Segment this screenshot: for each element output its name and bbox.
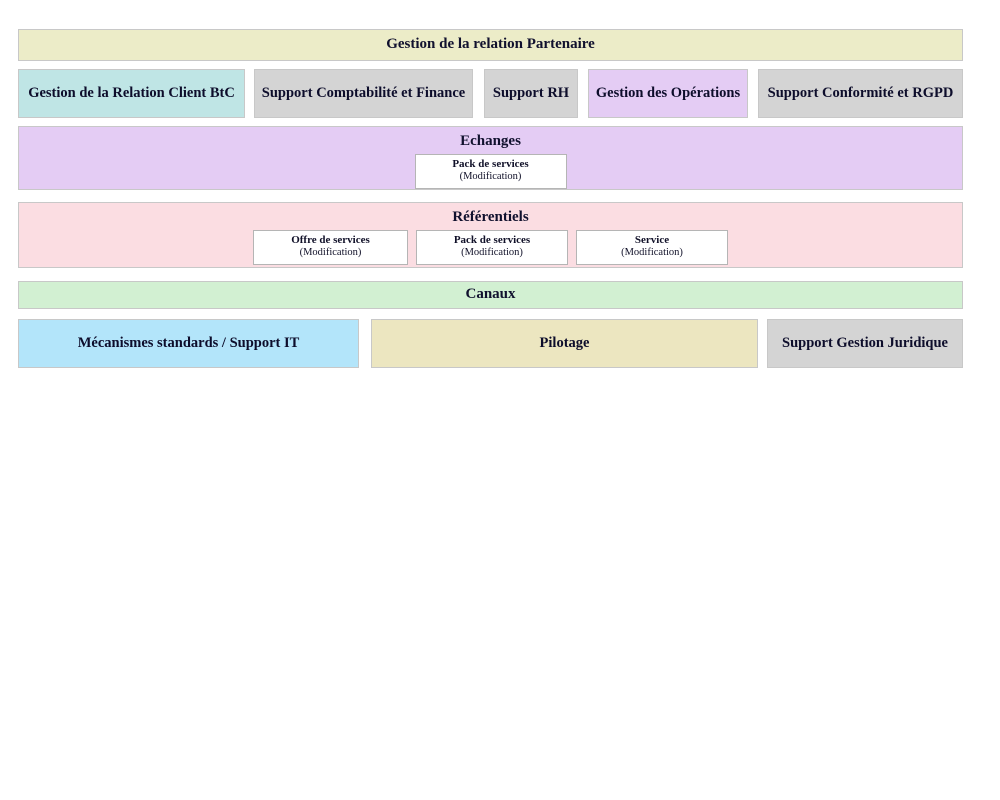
item-subtitle: (Modification) [459,171,522,183]
block-label: Support Gestion Juridique [782,335,948,352]
item-subtitle: (Modification) [299,247,362,259]
item-offre-de-services[interactable]: Offre de services (Modification) [253,230,408,265]
block-support-gestion-juridique[interactable]: Support Gestion Juridique [767,319,963,368]
block-support-comptabilite-finance[interactable]: Support Comptabilité et Finance [254,69,473,118]
band-title-header: Gestion de la relation Partenaire [386,36,595,53]
item-title: Pack de services [453,234,531,246]
item-subtitle: (Modification) [621,247,683,259]
band-title-canaux: Canaux [465,286,516,303]
block-label: Gestion des Opérations [595,85,741,102]
band-title-echanges: Echanges [460,133,521,149]
item-service[interactable]: Service (Modification) [576,230,728,265]
item-title: Offre de services [291,234,370,246]
block-label: Mécanismes standards / Support IT [77,335,300,352]
block-label: Support Comptabilité et Finance [261,85,466,102]
band-title-referentiels: Référentiels [452,209,529,225]
band-referentiels[interactable]: Référentiels Offre de services (Modifica… [18,202,963,268]
block-label: Gestion de la Relation Client BtC [28,85,235,102]
block-label: Support Conformité et RGPD [767,85,954,102]
block-label: Support RH [492,85,570,102]
item-title: Service [634,234,670,246]
band-echanges[interactable]: Echanges Pack de services (Modification) [18,126,963,190]
echanges-items: Pack de services (Modification) [19,154,962,189]
item-pack-de-services[interactable]: Pack de services (Modification) [416,230,568,265]
referentiels-items: Offre de services (Modification) Pack de… [19,230,962,265]
block-gestion-des-operations[interactable]: Gestion des Opérations [588,69,748,118]
item-pack-de-services[interactable]: Pack de services (Modification) [414,154,567,189]
band-canaux[interactable]: Canaux [18,281,963,309]
band-gestion-relation-partenaire[interactable]: Gestion de la relation Partenaire [18,29,963,61]
block-gestion-relation-client-btc[interactable]: Gestion de la Relation Client BtC [18,69,245,118]
block-support-conformite-rgpd[interactable]: Support Conformité et RGPD [758,69,963,118]
item-title: Pack de services [452,158,529,170]
block-support-rh[interactable]: Support RH [484,69,578,118]
block-label: Pilotage [539,335,590,352]
block-pilotage[interactable]: Pilotage [371,319,758,368]
item-subtitle: (Modification) [461,247,523,259]
block-mecanismes-standards-support-it[interactable]: Mécanismes standards / Support IT [18,319,359,368]
